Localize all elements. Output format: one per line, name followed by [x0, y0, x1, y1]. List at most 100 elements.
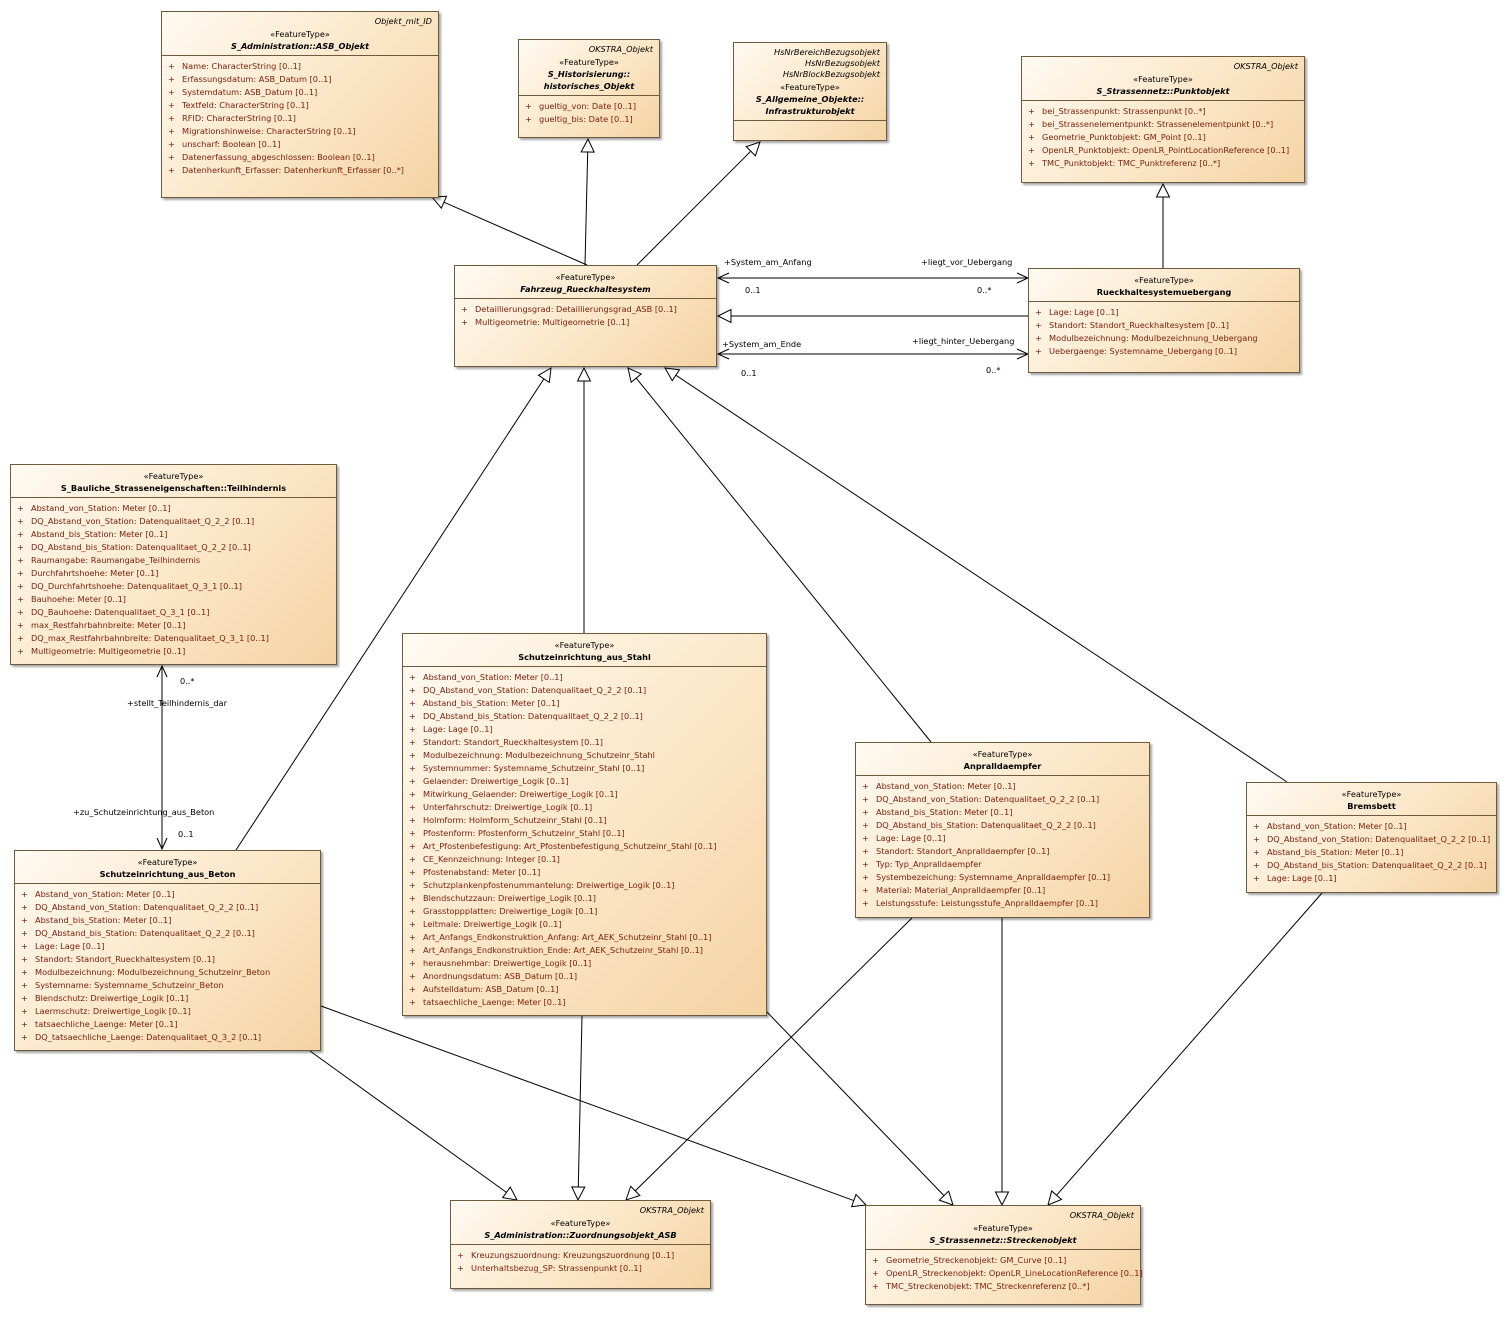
class-asb-objekt[interactable]: Objekt_mit_ID «FeatureType» S_Administrati…: [161, 11, 439, 198]
stereotype-label: «FeatureType»: [559, 57, 619, 67]
attribute-row: Typ: Typ_Anpralldaempfer: [862, 858, 1143, 871]
attribute-row: Standort: Standort_Rueckhaltesystem [0..…: [409, 736, 760, 749]
stereotype-label: «FeatureType»: [270, 29, 330, 39]
attribute-row: Leitmale: Dreiwertige_Logik [0..1]: [409, 918, 760, 931]
association-ende-arrow-left: [716, 348, 730, 360]
attribute-row: Art_Anfangs_Endkonstruktion_Ende: Art_AE…: [409, 944, 760, 957]
attribute-compartment: Detaillierungsgrad: Detaillierungsgrad_A…: [455, 299, 716, 332]
generalization-uebergang-to-fahrzeug-arrowhead: [716, 308, 732, 324]
class-schutzeinrichtung-aus-stahl[interactable]: «FeatureType»Schutzeinrichtung_aus_Stahl…: [402, 633, 767, 1016]
attribute-row: Bauhoehe: Meter [0..1]: [17, 593, 330, 606]
tagged-value: HsNrBezugsobjekt: [805, 58, 880, 68]
attribute-compartment: Abstand_von_Station: Meter [0..1]DQ_Abst…: [403, 667, 766, 1012]
attribute-row: Gelaender: Dreiwertige_Logik [0..1]: [409, 775, 760, 788]
generalization-anpralldaempfer-to-streckenobjekt-arrowhead: [994, 1191, 1010, 1207]
attribute-row: DQ_Abstand_bis_Station: Datenqualitaet_Q…: [409, 710, 760, 723]
attribute-compartment: Abstand_von_Station: Meter [0..1]DQ_Abst…: [11, 498, 336, 661]
attribute-row: OpenLR_Punktobjekt: OpenLR_PointLocation…: [1028, 144, 1298, 157]
attribute-row: DQ_Abstand_von_Station: Datenqualitaet_Q…: [1253, 833, 1490, 846]
attribute-compartment: Name: CharacterString [0..1]Erfassungsda…: [162, 56, 438, 180]
attribute-compartment: Kreuzungszuordnung: Kreuzungszuordnung […: [451, 1245, 710, 1278]
attribute-row: bei_Strassenpunkt: Strassenpunkt [0..*]: [1028, 105, 1298, 118]
class-header: «FeatureType»Fahrzeug_Rueckhaltesystem: [455, 266, 716, 299]
class-schutzeinrichtung-aus-beton[interactable]: «FeatureType»Schutzeinrichtung_aus_Beton…: [14, 850, 321, 1051]
label-hinter-multiplicity: 0..*: [986, 365, 1001, 375]
attribute-row: Lage: Lage [0..1]: [21, 940, 314, 953]
tagged-values: OKSTRA_Objekt: [523, 44, 655, 55]
attribute-row: Kreuzungszuordnung: Kreuzungszuordnung […: [457, 1249, 704, 1262]
tagged-values: Objekt_mit_ID: [166, 16, 434, 27]
attribute-row: Abstand_von_Station: Meter [0..1]: [21, 888, 314, 901]
class-name: S_Allgemeine_Objekte::: [755, 94, 865, 104]
attribute-row: Modulbezeichnung: Modulbezeichnung_Schut…: [409, 749, 760, 762]
class-name: Schutzeinrichtung_aus_Beton: [99, 869, 236, 879]
attribute-row: Laermschutz: Dreiwertige_Logik [0..1]: [21, 1005, 314, 1018]
attribute-row: Geometrie_Streckenobjekt: GM_Curve [0..1…: [872, 1254, 1134, 1267]
attribute-row: Migrationshinweise: CharacterString [0..…: [168, 125, 432, 138]
attribute-row: Datenerfassung_abgeschlossen: Boolean [0…: [168, 151, 432, 164]
attribute-row: Lage: Lage [0..1]: [409, 723, 760, 736]
attribute-row: DQ_Abstand_bis_Station: Datenqualitaet_Q…: [17, 541, 330, 554]
attribute-row: Blendschutzzaun: Dreiwertige_Logik [0..1…: [409, 892, 760, 905]
attribute-row: DQ_Abstand_von_Station: Datenqualitaet_Q…: [409, 684, 760, 697]
generalization-anpralldaempfer-to-zuordnung-arrowhead: [625, 1185, 641, 1201]
class-name: S_Strassennetz::Punktobjekt: [1096, 86, 1230, 96]
attribute-row: Pfostenform: Pfostenform_Schutzeinr_Stah…: [409, 827, 760, 840]
attribute-row: Grasstoppplatten: Dreiwertige_Logik [0..…: [409, 905, 760, 918]
class-rueckhaltesystemuebergang[interactable]: «FeatureType»RueckhaltesystemuebergangLa…: [1028, 268, 1300, 373]
generalization-stahl-to-zuordnung-arrowhead: [570, 1186, 586, 1202]
attribute-row: Lage: Lage [0..1]: [1253, 872, 1490, 885]
attribute-row: Textfeld: CharacterString [0..1]: [168, 99, 432, 112]
class-header: OKSTRA_Objekt«FeatureType»S_Strassennetz…: [866, 1206, 1140, 1250]
class-header: OKSTRA_Objekt«FeatureType»S_Administrati…: [451, 1201, 710, 1245]
attribute-compartment: gueltig_von: Date [0..1]gueltig_bis: Dat…: [519, 96, 659, 129]
class-zuordnungsobjekt-asb[interactable]: OKSTRA_Objekt«FeatureType»S_Administrati…: [450, 1200, 711, 1289]
attribute-row: tatsaechliche_Laenge: Meter [0..1]: [409, 996, 760, 1009]
generalization-to-historisches-objekt-arrowhead: [580, 137, 595, 153]
attribute-row: Systemname: Systemname_Schutzeinr_Beton: [21, 979, 314, 992]
attribute-row: Abstand_von_Station: Meter [0..1]: [862, 780, 1143, 793]
class-header: «FeatureType»Rueckhaltesystemuebergang: [1029, 269, 1299, 302]
class-header: «FeatureType»Schutzeinrichtung_aus_Beton: [15, 851, 320, 884]
generalization-beton-to-streckenobjekt-arrowhead: [850, 1193, 868, 1208]
generalization-beton-to-zuordnung-arrowhead: [501, 1186, 518, 1201]
class-bremsbett[interactable]: «FeatureType»BremsbettAbstand_von_Statio…: [1246, 782, 1497, 893]
class-teilhindernis[interactable]: «FeatureType»S_Bauliche_Strasseneigensch…: [10, 464, 337, 665]
generalization-beton-to-fahrzeug-arrowhead: [537, 367, 552, 384]
stereotype-label: «FeatureType»: [1341, 789, 1402, 799]
attribute-row: Systembezeichung: Systemname_Anpralldaem…: [862, 871, 1143, 884]
class-name: S_Administration::Zuordnungsobjekt_ASB: [484, 1230, 677, 1240]
attribute-row: bei_Strassenelementpunkt: Strassenelemen…: [1028, 118, 1298, 131]
class-streckenobjekt[interactable]: OKSTRA_Objekt«FeatureType»S_Strassennetz…: [865, 1205, 1143, 1305]
attribute-row: OpenLR_Streckenobjekt: OpenLR_LineLocati…: [872, 1267, 1143, 1280]
class-fahrzeug-rueckhaltesystem[interactable]: «FeatureType»Fahrzeug_RueckhaltesystemDe…: [454, 265, 717, 367]
attribute-row: Abstand_bis_Station: Meter [0..1]: [21, 914, 314, 927]
attribute-row: Unterfahrschutz: Dreiwertige_Logik [0..1…: [409, 801, 760, 814]
attribute-row: DQ_Abstand_bis_Station: Datenqualitaet_Q…: [1253, 859, 1490, 872]
class-name: S_Administration::ASB_Objekt: [230, 41, 370, 51]
generalization-to-historisches-objekt: [584, 151, 589, 266]
attribute-row: Abstand_von_Station: Meter [0..1]: [409, 671, 760, 684]
stereotype-label: «FeatureType»: [550, 1218, 611, 1228]
stereotype-label: «FeatureType»: [1134, 275, 1194, 285]
attribute-row: Aufstelldatum: ASB_Datum [0..1]: [409, 983, 760, 996]
generalization-stahl-to-streckenobjekt-arrowhead: [938, 1190, 954, 1206]
class-name: S_Strassennetz::Streckenobjekt: [929, 1235, 1077, 1245]
stereotype-label: «FeatureType»: [780, 82, 840, 92]
class-anpralldaempfer[interactable]: «FeatureType»AnpralldaempferAbstand_von_…: [855, 742, 1150, 918]
generalization-bremsbett-to-fahrzeug: [675, 374, 1288, 783]
generalization-bremsbett-to-streckenobjekt: [1056, 892, 1323, 1196]
class-header: «FeatureType»Anpralldaempfer: [856, 743, 1149, 776]
class-punktobjekt[interactable]: OKSTRA_Objekt«FeatureType»S_Strassennetz…: [1021, 56, 1305, 183]
attribute-row: Anordnungsdatum: ASB_Datum [0..1]: [409, 970, 760, 983]
class-historisches-objekt[interactable]: OKSTRA_Objekt«FeatureType»S_Historisieru…: [518, 39, 660, 138]
label-anfang-multiplicity: 0..1: [745, 285, 761, 295]
class-name: Fahrzeug_Rueckhaltesystem: [520, 284, 651, 294]
tagged-values: OKSTRA_Objekt: [1026, 61, 1300, 72]
generalization-anpralldaempfer-to-fahrzeug-arrowhead: [627, 367, 643, 384]
attribute-row: RFID: CharacterString [0..1]: [168, 112, 432, 125]
attribute-row: Standort: Standort_Rueckhaltesystem [0..…: [1035, 319, 1293, 332]
attribute-row: DQ_Abstand_von_Station: Datenqualitaet_Q…: [17, 515, 330, 528]
